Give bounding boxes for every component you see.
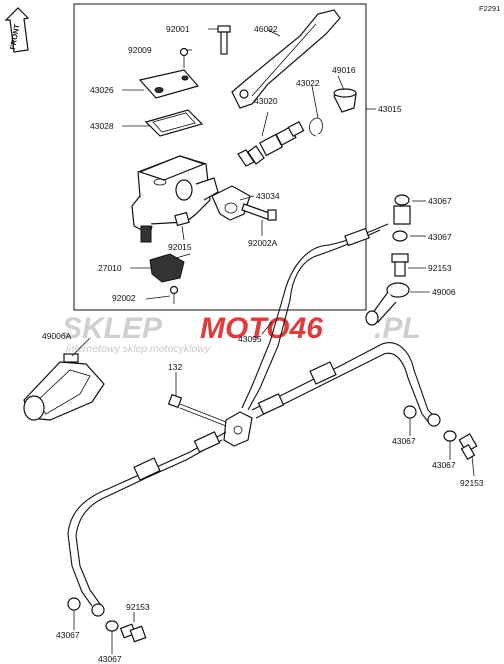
right-leader-lines (71, 200, 475, 654)
switch-screw-drawing (169, 285, 179, 304)
label-92015: 92015 (168, 242, 192, 252)
label-43067-d: 43067 (432, 460, 456, 470)
label-92002: 92002 (112, 293, 136, 303)
nut-drawing (174, 211, 190, 227)
label-92153-a: 92153 (428, 263, 452, 273)
clamp-bolt-drawing (241, 203, 277, 221)
washer-left-a-drawing (67, 597, 81, 611)
left-hose-b (75, 439, 223, 605)
hose-fitting-upper (344, 227, 370, 247)
banjo-right-drawing (427, 413, 441, 427)
diaphragm-drawing (144, 109, 204, 137)
label-92002A: 92002A (248, 238, 278, 248)
label-92153-b: 92153 (460, 478, 484, 488)
banjo-bolt-left-drawing (119, 623, 147, 643)
piston-kit-drawing (237, 120, 305, 167)
label-49006: 49006 (432, 287, 456, 297)
label-46092: 46092 (254, 24, 278, 34)
right-hose-a (251, 342, 437, 419)
front-arrow-icon: FRONT (4, 7, 30, 53)
label-92001: 92001 (166, 24, 190, 34)
left-hose-ferrule (193, 431, 221, 453)
label-49016: 49016 (332, 65, 356, 75)
label-43028: 43028 (90, 121, 114, 131)
label-43026: 43026 (90, 85, 114, 95)
watermark-brand-b: MOTO46 (200, 312, 323, 345)
washer-lower-drawing (392, 230, 408, 242)
snap-ring-drawing (309, 117, 323, 137)
banjo-fitting-drawing (393, 205, 411, 225)
label-27010: 27010 (98, 263, 122, 273)
label-43020: 43020 (254, 96, 278, 106)
label-92009: 92009 (128, 45, 152, 55)
label-132: 132 (168, 362, 182, 372)
dust-boot-drawing (333, 88, 357, 113)
washer-right-a-drawing (403, 405, 417, 419)
label-43067-f: 43067 (98, 654, 122, 664)
label-43067-e: 43067 (56, 630, 80, 640)
left-hose-a (67, 431, 227, 607)
label-43022: 43022 (296, 78, 320, 88)
washer-left-b-drawing (105, 620, 119, 632)
label-43015: 43015 (378, 104, 402, 114)
label-92153-c: 92153 (126, 602, 150, 612)
right-hose-sleeve (309, 361, 337, 385)
washer-upper-drawing (394, 194, 410, 206)
brake-lever-drawing (231, 9, 341, 109)
label-43067-a: 43067 (428, 196, 452, 206)
pivot-bolt-drawing (217, 25, 231, 55)
clamp-drawing (211, 185, 251, 221)
label-49006A: 49006A (42, 331, 72, 341)
three-way-joint-drawing (365, 282, 410, 326)
cylinder-body-drawing (131, 155, 219, 243)
washer-right-b-drawing (443, 430, 457, 442)
leader-lines (122, 28, 345, 300)
label-43095: 43095 (238, 334, 262, 344)
caliper-fitting-drawing (23, 353, 105, 421)
label-43067-b: 43067 (428, 232, 452, 242)
banjo-bolt-right-drawing (458, 433, 478, 461)
right-hose-ferrule (257, 393, 285, 415)
watermark-brand-a: SKLEP (62, 312, 163, 345)
cap-screw-drawing (179, 47, 189, 68)
right-hose-b (255, 352, 431, 425)
hose-joint-drawing (167, 393, 253, 447)
banjo-bolt-upper-drawing (391, 253, 409, 277)
front-badge-text: FRONT (8, 23, 21, 50)
label-43067-c: 43067 (392, 436, 416, 446)
reservoir-cap-drawing (138, 69, 200, 99)
banjo-left-drawing (91, 603, 105, 617)
watermark-tagline: internetowy sklep motocyklowy (66, 343, 211, 355)
left-hose-sleeve (133, 457, 161, 481)
assembly-frame (73, 3, 367, 311)
label-43034: 43034 (256, 191, 280, 201)
brake-switch-drawing (149, 253, 191, 283)
figure-code: F2291 (479, 4, 500, 13)
